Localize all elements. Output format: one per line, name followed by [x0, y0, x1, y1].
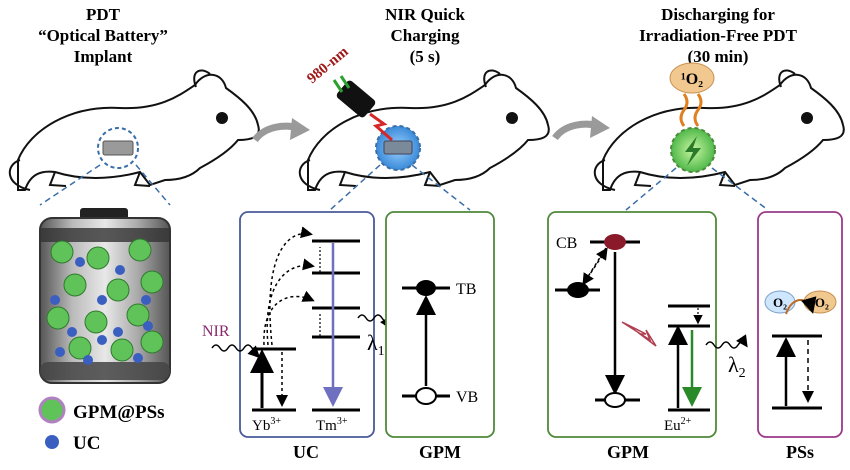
- singlet-oxygen-bubble: ¹O₂: [669, 62, 715, 127]
- mouse-middle: [298, 69, 550, 191]
- lambda1-wave: [357, 314, 392, 329]
- yb-label: Yb3+: [252, 416, 281, 434]
- mouse-left-eye: [216, 112, 228, 124]
- battery: [39, 208, 171, 384]
- cb-label: CB: [556, 235, 577, 252]
- pss-box: O₂ ¹O₂: [757, 211, 843, 438]
- nir-input-wave: [211, 344, 261, 359]
- legend-uc-label: UC: [73, 433, 100, 454]
- legend-gpm-pss-swatch: [38, 396, 66, 424]
- cb-electron: [604, 234, 626, 250]
- implant-battery-icon: [102, 140, 134, 156]
- title-middle: NIR Quick Charging (5 s): [385, 5, 465, 66]
- title-left: PDT “Optical Battery” Implant: [38, 5, 168, 66]
- title-right-line3: (30 min): [688, 47, 749, 66]
- zoom-line-left-b: [135, 164, 171, 206]
- uc-particle: [133, 353, 143, 363]
- gpm-particle: [126, 303, 150, 327]
- o2-label: O₂: [773, 295, 787, 310]
- lambda2-wave: [705, 334, 748, 349]
- gpm-caption-right: GPM: [607, 442, 649, 462]
- gpm-particle: [86, 246, 110, 270]
- singlet-oxygen-label: ¹O₂: [681, 71, 703, 88]
- nir-label: NIR: [202, 323, 230, 340]
- battery-particles: [46, 238, 164, 365]
- uc-particle: [143, 321, 153, 331]
- title-middle-line1: NIR Quick: [385, 5, 465, 24]
- gpm-particle: [50, 240, 74, 264]
- gpm-particle: [84, 310, 108, 334]
- laser-body: [336, 80, 376, 118]
- uc-particle: [67, 327, 77, 337]
- tb-electron: [416, 280, 436, 296]
- vb-label: VB: [456, 389, 478, 406]
- tb-label: TB: [456, 281, 476, 298]
- gpm-discharge-frame: [547, 211, 717, 438]
- title-middle-line3: (5 s): [410, 47, 441, 66]
- uc-caption: UC: [293, 442, 319, 462]
- gpm-particle: [46, 306, 70, 330]
- pss-box-frame: [757, 211, 843, 438]
- uc-box: Yb3+ Tm3+: [239, 211, 375, 438]
- singlet-oxygen-cloud: [669, 62, 715, 94]
- gpm-box-discharge: CB Eu2+: [547, 211, 717, 438]
- uc-particle: [83, 355, 93, 365]
- legend-gpm-pss-label: GPM@PSs: [73, 402, 165, 423]
- gpm-particle: [110, 338, 134, 362]
- title-right-line2: Irradiation-Free PDT: [639, 26, 798, 45]
- vb-hole: [415, 387, 437, 405]
- title-left-line3: Implant: [74, 47, 133, 66]
- gpm-box: TB VB: [385, 211, 495, 438]
- trap-electron: [567, 282, 589, 298]
- uc-particle: [113, 327, 123, 337]
- legend-uc-swatch: [45, 435, 59, 449]
- title-left-line1: PDT: [86, 5, 121, 24]
- eu-label: Eu2+: [664, 416, 692, 434]
- gpm-particle: [106, 278, 130, 302]
- mouse-right: [593, 69, 845, 191]
- uc-particle: [97, 335, 107, 345]
- legend: GPM@PSs UC: [38, 396, 165, 454]
- uc-particle: [55, 347, 65, 357]
- lightning-icon: [685, 136, 701, 166]
- title-right: Discharging for Irradiation-Free PDT (30…: [639, 5, 798, 66]
- gpm-particle: [63, 273, 87, 297]
- gpm-box-frame: [385, 211, 495, 438]
- energy-transfer-arrow: [621, 321, 657, 347]
- singlet-o2-label: ¹O₂: [811, 295, 829, 310]
- title-middle-line2: Charging: [391, 26, 460, 45]
- gpm-particle: [140, 270, 164, 294]
- tm-label: Tm3+: [316, 416, 348, 434]
- gpm-caption-middle: GPM: [419, 442, 461, 462]
- pss-caption: PSs: [786, 442, 814, 462]
- uc-particle: [97, 295, 107, 305]
- uc-particle: [50, 295, 60, 305]
- gpm-particle: [68, 336, 92, 360]
- implant-site-circle: [97, 127, 139, 169]
- uc-box-frame: [239, 211, 375, 438]
- laser-beam: [369, 112, 393, 142]
- gpm-particle: [140, 330, 164, 354]
- uc-particle: [75, 257, 85, 267]
- lambda1-label: λ1: [367, 330, 385, 359]
- lambda2-label: λ2: [728, 352, 746, 381]
- gpm-particle: [128, 238, 152, 262]
- uc-particle: [141, 295, 151, 305]
- mouse-left: [8, 69, 260, 191]
- title-left-line2: “Optical Battery”: [38, 26, 168, 45]
- uc-particle: [115, 265, 125, 275]
- title-right-line1: Discharging for: [661, 5, 775, 24]
- zoom-line-left-a: [39, 164, 101, 206]
